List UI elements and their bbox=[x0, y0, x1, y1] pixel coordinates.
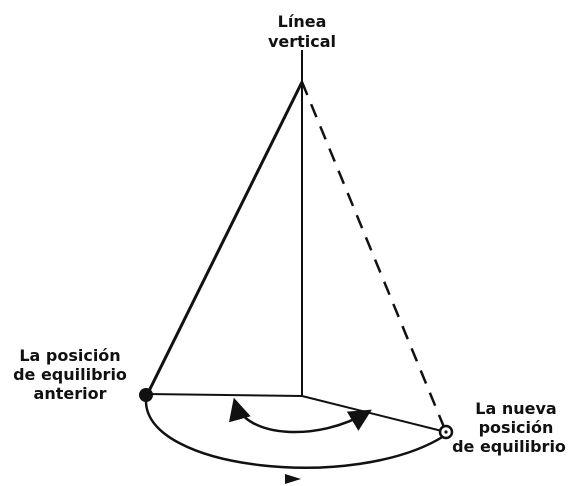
rotation-arc-inner bbox=[229, 397, 372, 434]
pendulum-string-previous bbox=[145, 81, 304, 396]
previous-position-label-line1: La posición bbox=[19, 346, 120, 365]
new-position-label-line3: de equilibrio bbox=[452, 437, 566, 456]
radius-line-new bbox=[301, 395, 447, 433]
bob-previous-position bbox=[139, 388, 153, 402]
vertical-line-label-line2: vertical bbox=[268, 32, 336, 51]
bob-new-position-center bbox=[444, 430, 448, 434]
swing-arc-arrowhead bbox=[285, 474, 301, 484]
pendulum-string-new bbox=[300, 81, 448, 433]
vertical-line-label-line1: Línea bbox=[278, 12, 327, 31]
new-position-label-line2: posición bbox=[479, 418, 554, 437]
swing-arc-outer bbox=[144, 399, 445, 469]
radius-line-previous bbox=[146, 393, 303, 397]
previous-position-label-line2: de equilibrio bbox=[13, 365, 127, 384]
new-position-label-line1: La nueva bbox=[475, 399, 556, 418]
previous-position-label-line3: anterior bbox=[34, 384, 107, 403]
